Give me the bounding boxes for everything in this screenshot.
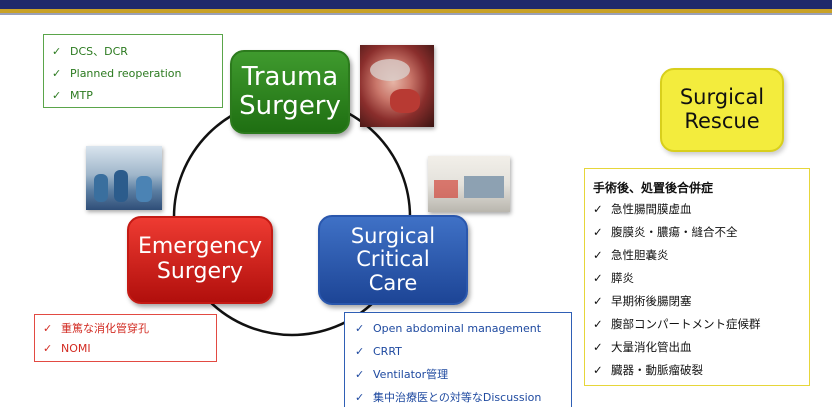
rescue-item: ✓ 大量消化管出血 [593, 336, 809, 359]
check-icon: ✓ [593, 202, 603, 216]
check-icon: ✓ [355, 345, 365, 358]
surgery-photo [360, 45, 434, 127]
trauma-items-box: ✓ DCS、DCR ✓ Planned reoperation ✓ MTP [43, 34, 223, 108]
trauma-surgery-line-2: Surgery [239, 91, 341, 121]
check-icon: ✓ [52, 89, 62, 102]
surgical-rescue-node: Surgical Rescue [660, 68, 784, 152]
trauma-surgery-node: Trauma Surgery [230, 50, 350, 134]
check-icon: ✓ [593, 294, 603, 308]
check-icon: ✓ [43, 342, 53, 355]
check-icon: ✓ [593, 317, 603, 331]
rescue-item: ✓ 膵炎 [593, 267, 809, 290]
critical-care-items-box: ✓ Open abdominal management ✓ CRRT ✓ Ventil… [344, 312, 572, 407]
operating-room-photo [86, 146, 162, 210]
header-gold-bar [0, 9, 832, 13]
emergency-item-text: NOMI [61, 342, 91, 355]
rescue-item: ✓ 早期術後腸閉塞 [593, 290, 809, 313]
rescue-heading: 手術後、処置後合併症 [593, 181, 714, 195]
emergency-item: ✓ 重篤な消化管穿孔 [43, 319, 216, 339]
trauma-item: ✓ MTP [52, 85, 222, 107]
critical-care-item-text: Ventilator管理 [373, 368, 449, 381]
check-icon: ✓ [593, 271, 603, 285]
emergency-item: ✓ NOMI [43, 339, 216, 359]
critical-care-item-text: 集中治療医との対等なDiscussion [373, 391, 542, 404]
rescue-item-text: 腹部コンパートメント症候群 [611, 317, 761, 331]
check-icon: ✓ [355, 391, 365, 404]
rescue-item: ✓ 腹膜炎・膿瘍・縫合不全 [593, 221, 809, 244]
check-icon: ✓ [355, 322, 365, 335]
surgical-critical-care-node: Surgical Critical Care [318, 215, 468, 305]
check-icon: ✓ [52, 67, 62, 80]
emergency-surgery-line-2: Surgery [156, 259, 244, 284]
rescue-item-text: 急性胆嚢炎 [611, 248, 669, 262]
surgical-rescue-items-box: 手術後、処置後合併症 ✓急性腸間膜虚血 ✓腹膜炎・膿瘍・縫合不全 ✓急性胆嚢炎 … [584, 168, 810, 386]
check-icon: ✓ [52, 45, 62, 58]
rescue-item: ✓ 腹部コンパートメント症候群 [593, 313, 809, 336]
emergency-item-text: 重篤な消化管穿孔 [61, 322, 149, 335]
trauma-item-text: MTP [70, 89, 93, 102]
trauma-item-text: Planned reoperation [70, 67, 182, 80]
rescue-item-text: 腹膜炎・膿瘍・縫合不全 [611, 225, 738, 239]
critical-care-item: ✓ CRRT [355, 340, 571, 363]
rescue-item-text: 早期術後腸閉塞 [611, 294, 692, 308]
surgical-rescue-line-2: Rescue [684, 109, 760, 133]
emergency-surgery-line-1: Emergency [137, 234, 263, 260]
rescue-item-text: 臓器・動脈瘤破裂 [611, 363, 703, 377]
rescue-item: ✓ 急性胆嚢炎 [593, 244, 809, 267]
check-icon: ✓ [355, 368, 365, 381]
surgical-rescue-line-1: Surgical [679, 85, 765, 110]
critical-care-item: ✓ Open abdominal management [355, 317, 571, 340]
header-gray-line [0, 13, 832, 15]
surgical-critical-care-line-3: Care [368, 270, 418, 295]
trauma-item-text: DCS、DCR [70, 45, 128, 58]
check-icon: ✓ [593, 225, 603, 239]
critical-care-item-text: CRRT [373, 345, 402, 358]
check-icon: ✓ [593, 363, 603, 377]
surgical-critical-care-line-2: Critical [356, 247, 430, 272]
rescue-item-text: 膵炎 [611, 271, 634, 285]
check-icon: ✓ [593, 248, 603, 262]
critical-care-item-text: Open abdominal management [373, 322, 542, 335]
trauma-item: ✓ Planned reoperation [52, 63, 222, 85]
check-icon: ✓ [593, 340, 603, 354]
check-icon: ✓ [43, 322, 53, 335]
header-navy-bar [0, 0, 832, 9]
rescue-item: ✓ 急性腸間膜虚血 [593, 198, 809, 221]
emergency-items-box: ✓ 重篤な消化管穿孔 ✓ NOMI [34, 314, 217, 362]
rescue-item-text: 大量消化管出血 [611, 340, 692, 354]
rescue-item: ✓ 臓器・動脈瘤破裂 [593, 359, 809, 382]
surgical-critical-care-line-1: Surgical [350, 223, 436, 248]
icu-photo [428, 156, 510, 212]
emergency-surgery-node: Emergency Surgery [127, 216, 273, 304]
trauma-item: ✓ DCS、DCR [52, 41, 222, 63]
critical-care-item: ✓ 集中治療医との対等なDiscussion [355, 386, 571, 409]
trauma-surgery-line-1: Trauma [241, 61, 339, 92]
critical-care-item: ✓ Ventilator管理 [355, 363, 571, 386]
rescue-item-text: 急性腸間膜虚血 [611, 202, 692, 216]
